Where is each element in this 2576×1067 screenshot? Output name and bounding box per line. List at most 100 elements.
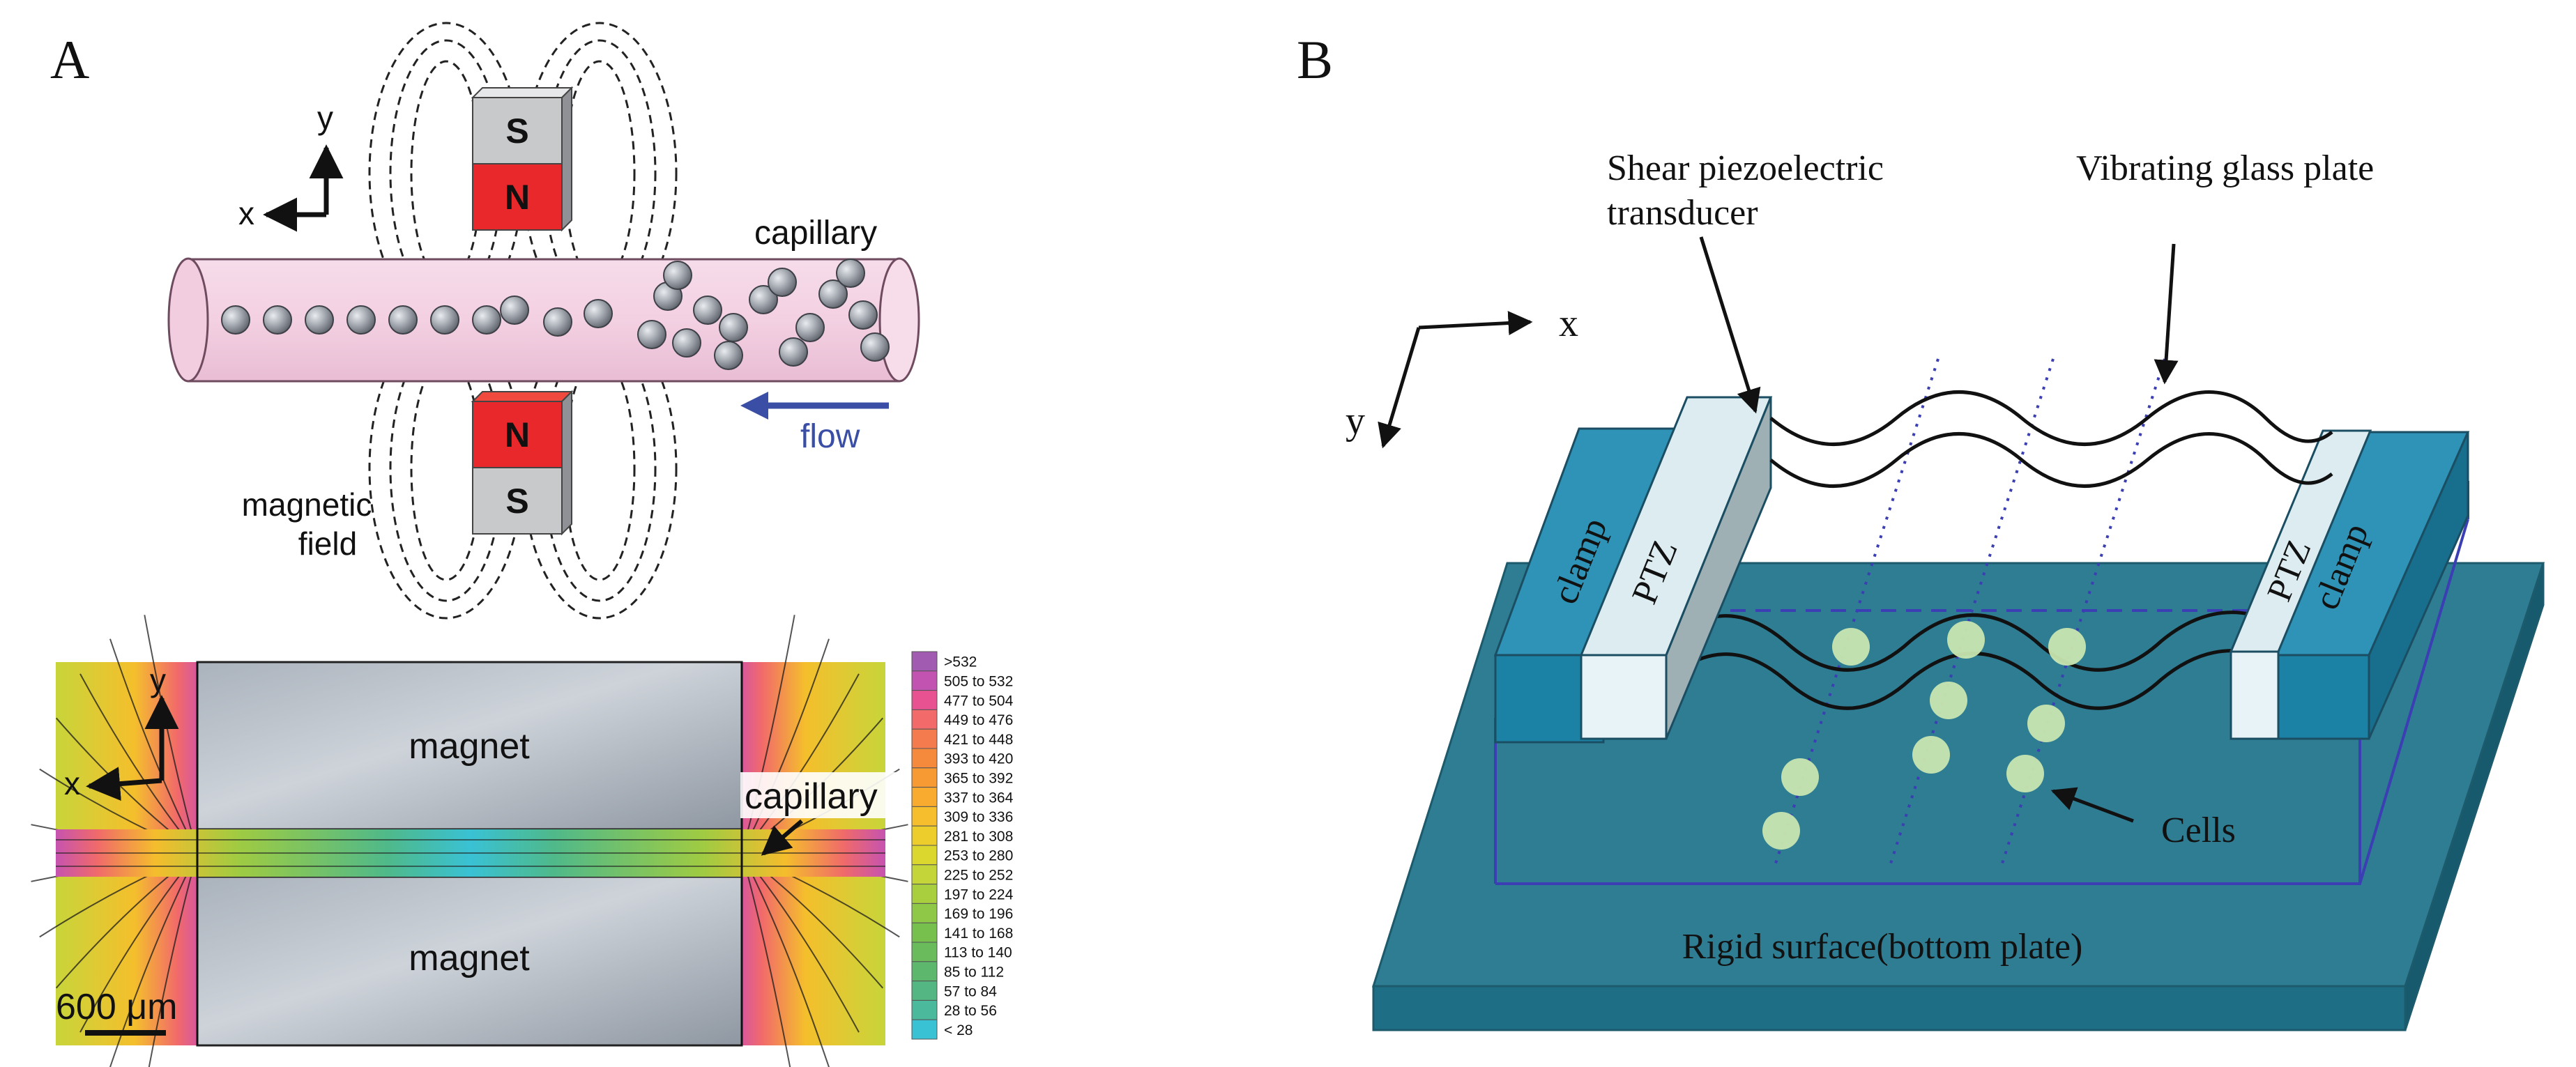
particle: [263, 305, 292, 335]
legend-swatch: [911, 1019, 938, 1040]
top-magnet-south-pole: S: [505, 112, 528, 151]
panel-b-axes: x y: [1346, 302, 1578, 449]
legend-swatch: [911, 981, 938, 1001]
particle: [500, 295, 529, 325]
sim-capillary-label: capillary: [745, 776, 878, 817]
flow-label: flow: [800, 418, 860, 455]
b-axis-x-label: x: [1559, 302, 1578, 345]
particle: [584, 299, 613, 328]
particle: [346, 305, 376, 335]
legend-swatch: [911, 942, 938, 962]
field-label-line1: magnetic: [242, 486, 372, 523]
legend-label: 421 to 448: [944, 732, 1013, 748]
sim-axis-x-label: x: [64, 765, 80, 801]
legend-swatch: [911, 748, 938, 769]
particle: [795, 313, 825, 342]
cell: [1781, 758, 1819, 796]
surface-label: Rigid surface(bottom plate): [1682, 927, 2083, 967]
cell: [2027, 705, 2065, 742]
legend-swatch: [911, 670, 938, 691]
particle: [430, 305, 459, 335]
cells-group: [1762, 621, 2086, 850]
cell: [1930, 682, 1967, 719]
panel-a-label: A: [50, 29, 89, 90]
clamp-right: clamp: [2265, 431, 2470, 740]
sim-magnet-bottom: [196, 875, 743, 1047]
particle: [472, 305, 501, 335]
legend-label: 225 to 252: [944, 867, 1013, 883]
top-magnet: S N: [471, 86, 574, 232]
legend-label: 281 to 308: [944, 829, 1013, 845]
plate-label: Vibrating glass plate: [2076, 148, 2374, 188]
ptz-right: PTZ: [2229, 429, 2372, 740]
magnetic-particles: [221, 259, 890, 370]
b-axis-y-label: y: [1346, 399, 1365, 443]
particle: [818, 279, 848, 309]
legend-swatch: [911, 787, 938, 807]
bottom-magnet-north-pole: N: [505, 415, 530, 454]
cell: [2006, 755, 2044, 792]
particle: [543, 307, 572, 337]
particle: [768, 268, 797, 297]
legend-label: 337 to 364: [944, 790, 1014, 806]
legend-label: 169 to 196: [944, 906, 1013, 922]
particle: [749, 285, 778, 314]
clamp-left: clamp: [1493, 427, 1689, 744]
cells-label: Cells: [2161, 811, 2236, 850]
panel-b-label: B: [1297, 29, 1333, 90]
fluid-chamber: [1494, 481, 2469, 885]
legend-label: 28 to 56: [944, 1003, 997, 1019]
particle: [388, 305, 418, 335]
legend-label: >532: [944, 654, 977, 670]
particle: [663, 261, 692, 290]
transducer-arrow: [1699, 236, 1761, 414]
cells-arrow: [2050, 787, 2134, 823]
legend-swatch: [911, 999, 938, 1020]
particle: [672, 328, 701, 358]
sim-axis-y-label: y: [150, 662, 166, 698]
legend-label: 477 to 504: [944, 693, 1014, 709]
legend-swatch: [911, 922, 938, 943]
cell: [1832, 628, 1870, 666]
particle: [860, 332, 890, 362]
legend-label: 505 to 532: [944, 673, 1013, 689]
particle: [836, 259, 865, 288]
legend-swatch: [911, 961, 938, 982]
legend-swatch: [911, 651, 938, 672]
legend-label: 393 to 420: [944, 751, 1013, 767]
field-label-line2: field: [298, 525, 357, 562]
vibrating-plate-waves: [1769, 390, 2333, 488]
top-axis-x-label: x: [238, 195, 254, 231]
legend-label: 57 to 84: [944, 983, 997, 999]
legend-label: 309 to 336: [944, 809, 1013, 825]
scale-bar-label: 600 μm: [56, 987, 177, 1027]
top-axis-y-label: y: [317, 100, 333, 136]
transducer-label-line2: transducer: [1607, 193, 1758, 233]
particle: [693, 295, 722, 325]
sim-axes: y x: [64, 662, 179, 801]
particle: [637, 320, 666, 349]
top-magnet-north-pole: N: [505, 178, 530, 217]
particle: [305, 305, 334, 335]
legend-swatch: [911, 864, 938, 885]
transducer-label-line1: Shear piezoelectric: [1607, 148, 1884, 188]
ptz-left: PTZ: [1579, 396, 1773, 740]
legend-swatch: [911, 884, 938, 904]
node-lines: [1773, 358, 2166, 868]
legend-swatch: [911, 845, 938, 866]
sim-magnet-top: [196, 661, 743, 831]
bottom-magnet-south-pole: S: [505, 482, 528, 521]
cell: [1762, 812, 1800, 850]
legend-label: 365 to 392: [944, 770, 1013, 786]
plate-arrow: [2154, 243, 2179, 385]
legend-label: 113 to 140: [944, 945, 1012, 961]
scale-bar: 600 μm: [56, 987, 177, 1036]
cell: [1947, 621, 1985, 659]
legend-label: 449 to 476: [944, 712, 1013, 728]
legend-label: 141 to 168: [944, 926, 1013, 942]
sim-capillary-arrow: [761, 819, 803, 856]
cell: [2048, 628, 2086, 666]
panel-a-top-axes: y x: [238, 100, 344, 232]
particle: [221, 305, 250, 335]
